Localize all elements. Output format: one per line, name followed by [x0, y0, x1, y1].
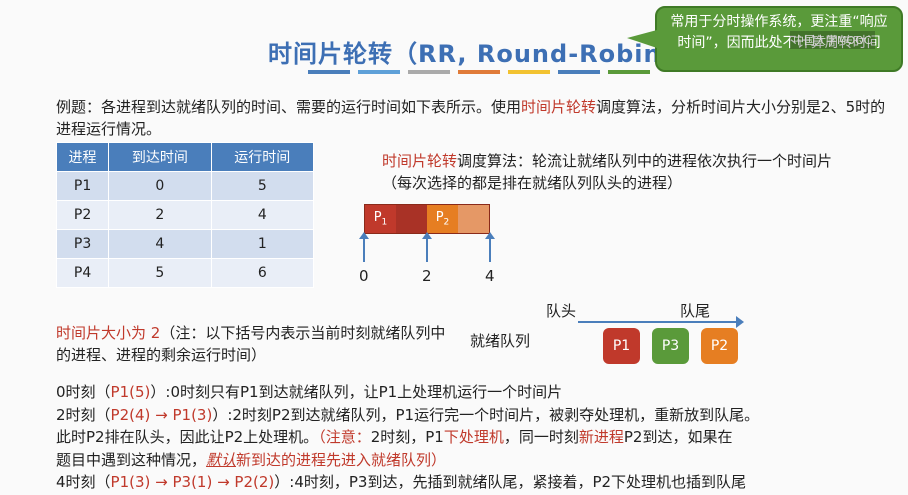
cell: 6: [210, 258, 315, 288]
gantt-segment-label: P2: [435, 210, 450, 228]
cell: 5: [108, 258, 212, 288]
tick-label-2: 2: [422, 267, 432, 285]
tick-label-0: 0: [359, 267, 369, 285]
step-text: ）:4时刻，P3到达，先插到就绪队尾，紧接着，P2下处理机也插到队尾: [274, 473, 747, 491]
cell: P3: [55, 229, 110, 259]
queue-arrow: [578, 316, 744, 328]
intro-text-2: 调度算法，分析时间片大小分别是2、5时的进程运行情况。: [56, 98, 886, 138]
color-strip-segment: [458, 70, 500, 74]
step-text: 此时P2排在队头，因此让P2上处理机。: [56, 428, 319, 446]
cell: 0: [108, 171, 212, 201]
color-strip-segment: [508, 70, 550, 74]
note-callout: 常用于分时操作系统，更注重“响应时间”，因而此处不计算周转时间: [627, 6, 903, 72]
cell: P1: [55, 171, 110, 201]
cell: 1: [210, 229, 315, 259]
tick-arrow-4: [485, 232, 495, 262]
gantt-segment-label: P1: [373, 210, 388, 228]
tick-arrow-2: [422, 232, 432, 262]
cell: 4: [108, 229, 212, 259]
table-row: P4 5 6: [55, 258, 315, 288]
color-strip-segment: [408, 70, 450, 74]
header-runtime: 运行时间: [210, 142, 315, 172]
intro-text-1: 例题：各进程到达就绪队列的时间、需要的运行时间如下表所示。使用: [56, 98, 522, 116]
step-text: 4时刻（: [56, 473, 111, 491]
header-arrival: 到达时间: [108, 142, 212, 172]
algo-highlight: 时间片轮转: [382, 152, 458, 170]
color-strip-segment: [358, 70, 400, 74]
step-text: ）:2时刻P2到达就绪队列，P1运行完一个时间片，被剥夺处理机，重新放到队尾。: [212, 405, 760, 424]
algorithm-description: 时间片轮转调度算法：轮流让就绪队列中的进程依次执行一个时间片（每次选择的都是排在…: [382, 150, 862, 194]
red-text: 新到达的进程先进入就绪队列: [236, 450, 432, 469]
step-0: 0时刻（P1(5)）:0时刻只有P1到达就绪队列，让P1上处理机运行一个时间片: [56, 381, 896, 404]
time-slice-note: 时间片大小为 2（注：以下括号内表示当前时刻就绪队列中的进程、进程的剩余运行时间…: [56, 322, 456, 366]
queue-state: P2(4) → P1(3): [110, 405, 213, 424]
queue-tail-label: 队尾: [680, 302, 711, 320]
red-text: 新进程: [578, 428, 624, 446]
intro-highlight: 时间片轮转: [521, 98, 597, 116]
gantt-segment: P2: [427, 205, 458, 233]
red-text: 下处理机: [443, 428, 504, 446]
time-slice-size: 时间片大小为 2: [56, 324, 161, 342]
color-strip-segment: [558, 70, 600, 74]
queue-item-p3: P3: [652, 328, 689, 364]
queue-state: P1(3) → P3(1) → P2(2): [110, 473, 275, 491]
gantt-segment: [458, 205, 489, 233]
page-title: 时间片轮转（RR, Round-Robin）: [268, 40, 687, 68]
step-text: ）:0时刻只有P1到达就绪队列，让P1上处理机运行一个时间片: [150, 383, 563, 401]
table-row: P3 4 1: [55, 229, 315, 259]
ready-queue-label: 就绪队列: [470, 332, 531, 350]
queue-state: P1(5): [110, 383, 151, 401]
time-slice-note-text: （注：以下括号内表示当前时刻就绪队列中的进程、进程的剩余运行时间）: [56, 324, 446, 364]
process-table: 进程 到达时间 运行时间 P1 0 5 P2 2 4 P3 4 1 P4 5 6: [55, 142, 315, 288]
step-4: 4时刻（P1(3) → P3(1) → P2(2)）:4时刻，P3到达，先插到就…: [56, 471, 896, 494]
step-explanations: 0时刻（P1(5)）:0时刻只有P1到达就绪队列，让P1上处理机运行一个时间片 …: [56, 381, 896, 494]
step-2-note-cont: 题目中遇到这种情况，默认新到达的进程先进入就绪队列）: [56, 449, 896, 472]
cell: 2: [108, 200, 212, 230]
queue-head-label: 队头: [546, 302, 577, 320]
step-text: 题目中遇到这种情况，: [56, 450, 207, 469]
step-text: ，同一时刻: [503, 428, 579, 446]
step-text: 2时刻（: [56, 405, 111, 424]
cell: P4: [55, 258, 110, 288]
algo-text: 调度算法：轮流让就绪队列中的进程依次执行一个时间片（每次选择的都是排在就绪队列队…: [382, 152, 833, 192]
step-2: 2时刻（P2(4) → P1(3)）:2时刻P2到达就绪队列，P1运行完一个时间…: [56, 404, 896, 427]
step-text: P2到达，如果在: [623, 428, 733, 446]
mooc-watermark: 中国大学MOOC: [790, 31, 875, 49]
red-italic-text: 默认: [206, 450, 237, 469]
tick-arrow-0: [359, 232, 369, 262]
cell: 5: [210, 171, 315, 201]
gantt-segment: P1: [365, 205, 396, 233]
note-label: （注意：: [318, 428, 371, 446]
callout-text: 常用于分时操作系统，更注重“响应时间”，因而此处不计算周转时间: [670, 14, 888, 51]
tick-label-4: 4: [485, 267, 495, 285]
step-2-note: 此时P2排在队头，因此让P2上处理机。（注意：2时刻，P1下处理机，同一时刻新进…: [56, 426, 896, 449]
color-strip-segment: [608, 70, 650, 74]
queue-item-p1: P1: [603, 328, 640, 364]
cell: P2: [55, 200, 110, 230]
queue-item-p2: P2: [701, 328, 738, 364]
gantt-chart: P1 P2: [364, 204, 490, 234]
table-header-row: 进程 到达时间 运行时间: [55, 142, 315, 172]
gantt-segment: [396, 205, 427, 233]
table-row: P2 2 4: [55, 200, 315, 230]
table-row: P1 0 5: [55, 171, 315, 201]
title-color-strip: [308, 70, 650, 74]
problem-intro: 例题：各进程到达就绪队列的时间、需要的运行时间如下表所示。使用时间片轮转调度算法…: [56, 96, 886, 140]
step-text: 2时刻，P1: [370, 428, 444, 446]
step-text: 0时刻（: [56, 383, 111, 401]
red-text: ）: [431, 450, 447, 469]
header-process: 进程: [55, 142, 110, 172]
cell: 4: [210, 200, 315, 230]
color-strip-segment: [308, 70, 350, 74]
